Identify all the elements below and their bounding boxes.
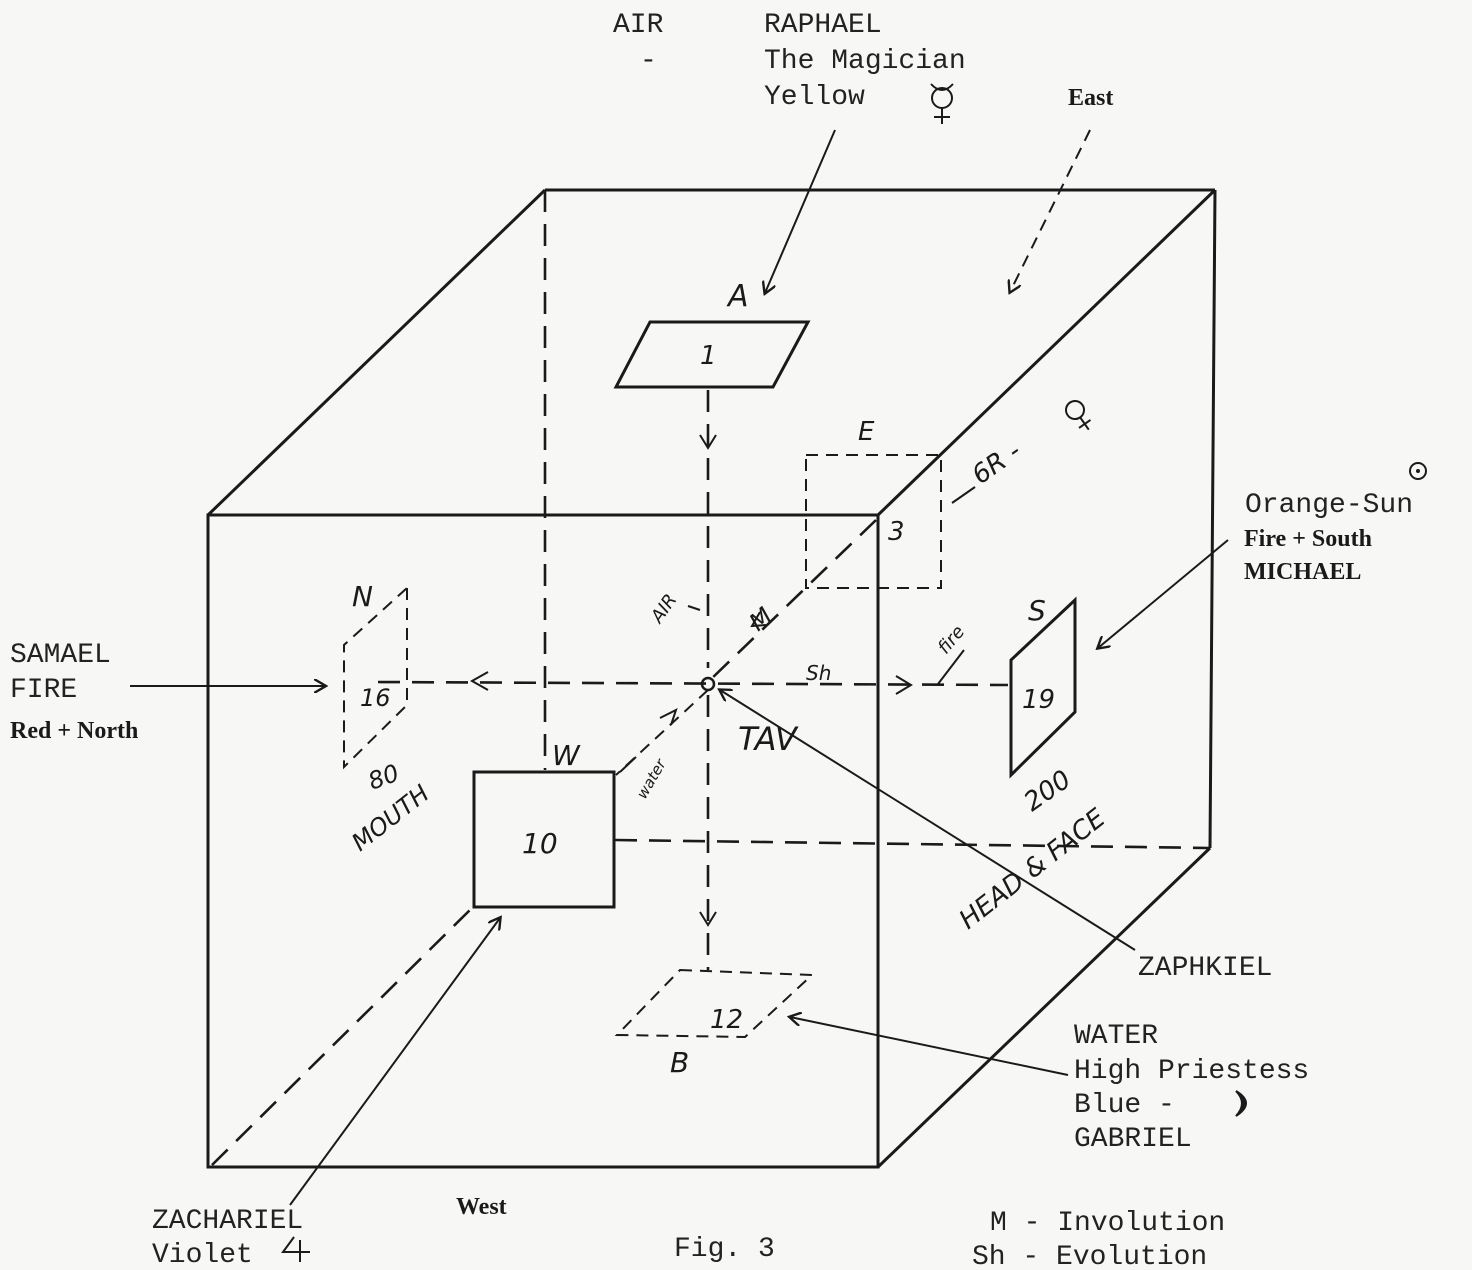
gabriel-label: GABRIEL	[1074, 1124, 1192, 1155]
square-n	[343, 585, 408, 770]
tav-label: TAV	[738, 720, 799, 758]
air-dash: -	[640, 46, 657, 77]
fire-label: FIRE	[10, 675, 77, 706]
raphael-title: The Magician	[764, 46, 966, 77]
raphael-name: RAPHAEL	[764, 10, 882, 41]
internal-axes	[377, 390, 1009, 970]
high-priestess-label: High Priestess	[1074, 1056, 1309, 1087]
pointer-arrows	[130, 129, 1229, 1206]
samael-label: SAMAEL	[10, 640, 111, 671]
east-label: East	[1068, 85, 1113, 111]
number-12: 12	[710, 1005, 743, 1035]
cube-edge	[206, 188, 547, 517]
water-small-label: water	[633, 755, 670, 802]
raphael-color: Yellow	[764, 82, 865, 113]
sh-small-label: Sh	[806, 661, 831, 685]
number-10: 10	[522, 827, 558, 860]
zachariel-label: ZACHARIEL	[152, 1206, 303, 1237]
letter-w: W	[552, 739, 581, 772]
number-200: 200	[1019, 765, 1077, 818]
west-label: West	[456, 1194, 507, 1220]
letter-b: B	[670, 1046, 689, 1079]
legend-involution: M - Involution	[990, 1208, 1225, 1239]
michael-label: MICHAEL	[1244, 559, 1361, 585]
square-b	[614, 968, 815, 1039]
venus-symbol	[1065, 400, 1092, 431]
square-w	[472, 770, 616, 909]
zaphkiel-label: ZAPHKIEL	[1138, 953, 1272, 984]
air-title: AIR	[613, 10, 664, 41]
blue-label: Blue -	[1074, 1090, 1175, 1121]
number-3: 3	[888, 517, 905, 547]
legend-evolution: Sh - Evolution	[972, 1242, 1207, 1270]
e-note: 6R -	[967, 436, 1027, 491]
letter-a: A	[726, 279, 749, 314]
jupiter-symbol	[281, 1236, 310, 1262]
figure-caption: Fig. 3	[674, 1234, 775, 1265]
air-small-label: AIR	[646, 590, 681, 628]
number-19: 19	[1022, 685, 1055, 715]
number-80: 80	[364, 759, 402, 796]
head-face-label: HEAD & FACE	[954, 803, 1112, 936]
square-a	[613, 320, 811, 389]
violet-label: Violet	[152, 1240, 253, 1270]
letter-s: S	[1028, 594, 1046, 627]
fire-small-label: fire	[934, 622, 969, 659]
sun-symbol	[1409, 462, 1427, 480]
cube-front-face	[206, 513, 880, 1169]
m-small-label: M	[744, 602, 778, 637]
moon-symbol	[1235, 1090, 1247, 1117]
letter-e: E	[858, 417, 875, 447]
square-e	[805, 454, 942, 589]
cube-edge	[876, 188, 1217, 517]
red-north-label: Red + North	[10, 718, 138, 744]
orange-sun-label: Orange-Sun	[1245, 490, 1413, 521]
letter-n: N	[352, 580, 373, 613]
water-label: WATER	[1074, 1021, 1158, 1052]
square-s	[1009, 596, 1077, 779]
fire-south-label: Fire + South	[1244, 526, 1372, 552]
number-1: 1	[700, 341, 717, 371]
center-point	[700, 676, 716, 692]
number-16: 16	[360, 684, 391, 712]
cube-edge	[876, 846, 1212, 1169]
mercury-symbol	[930, 83, 954, 124]
cube-outline	[206, 188, 1217, 1169]
cube-hidden-edges	[211, 190, 1211, 1166]
mouth-label: MOUTH	[346, 779, 434, 856]
cube-edge	[1208, 189, 1217, 849]
